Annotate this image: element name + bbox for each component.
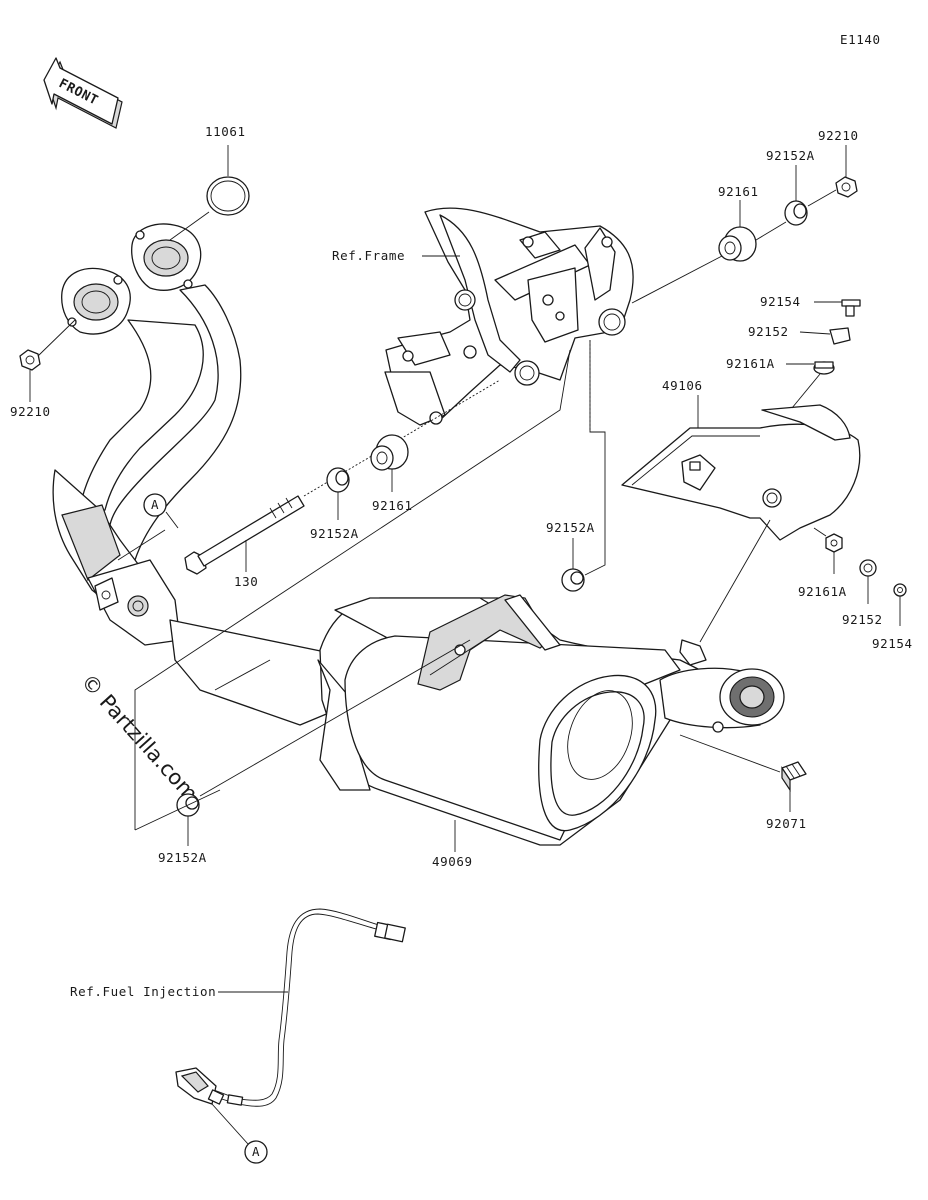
mounting-bolt-130 <box>184 495 305 575</box>
rubber-damper-92161-mid <box>370 434 409 471</box>
callout-92210-top: 92210 <box>818 128 859 143</box>
header-flange-left <box>61 267 131 335</box>
callout-92210-left: 92210 <box>10 404 51 419</box>
header-flange-right <box>131 223 202 291</box>
callout-92161A-bottom: 92161A <box>798 584 847 599</box>
callout-ref-fuel-injection: Ref.Fuel Injection <box>70 984 216 999</box>
callout-92152A-bottom: 92152A <box>158 850 207 865</box>
grommet-92161A-bottom <box>825 533 843 553</box>
callout-130: 130 <box>234 574 258 589</box>
callout-92071: 92071 <box>766 816 807 831</box>
gasket-ring <box>206 176 250 216</box>
muffler <box>317 594 711 846</box>
callout-49106: 49106 <box>662 378 703 393</box>
oxygen-sensor-harness <box>175 908 406 1107</box>
diagram-code: E1140 <box>840 32 881 47</box>
callout-92152A-right: 92152A <box>546 520 595 535</box>
nut-92210-top <box>835 176 858 198</box>
grommet-92161A-top <box>813 361 835 375</box>
callout-49069: 49069 <box>432 854 473 869</box>
nut-92210-left <box>19 349 41 371</box>
collar-92152A-right <box>561 568 585 592</box>
collar-92152A-top <box>784 200 808 226</box>
callout-92154-top: 92154 <box>760 294 801 309</box>
collar-92152-top <box>829 327 851 345</box>
rubber-damper-92161-top <box>718 226 757 262</box>
callout-92152A-mid: 92152A <box>310 526 359 541</box>
collar-92152A-mid <box>326 467 350 493</box>
exhaust-header-pipe <box>52 284 361 726</box>
heat-guard <box>621 404 861 541</box>
bolt-92154-top <box>841 299 861 317</box>
marker-a-upper-label: A <box>151 497 159 512</box>
collar-92152-bottom <box>859 559 877 577</box>
callout-92161-mid: 92161 <box>372 498 413 513</box>
marker-a-lower: A <box>244 1140 268 1164</box>
callout-ref-frame: Ref.Frame <box>332 248 405 263</box>
front-arrow-icon: FRONT <box>43 57 123 129</box>
bolt-92154-bottom <box>893 583 907 597</box>
marker-a-upper: A <box>143 493 167 517</box>
watermark: © Partzilla.com <box>76 669 202 805</box>
callout-92152-top: 92152 <box>748 324 789 339</box>
damper-92071 <box>781 761 807 792</box>
marker-a-lower-label: A <box>252 1144 260 1159</box>
callout-92154-bottom: 92154 <box>872 636 913 651</box>
frame-bracket <box>384 207 634 426</box>
callout-92152A-top: 92152A <box>766 148 815 163</box>
muffler-outlet <box>659 639 785 733</box>
callout-92161A-top: 92161A <box>726 356 775 371</box>
callout-92152-bottom: 92152 <box>842 612 883 627</box>
callout-92161-top: 92161 <box>718 184 759 199</box>
callout-11061: 11061 <box>205 124 246 139</box>
